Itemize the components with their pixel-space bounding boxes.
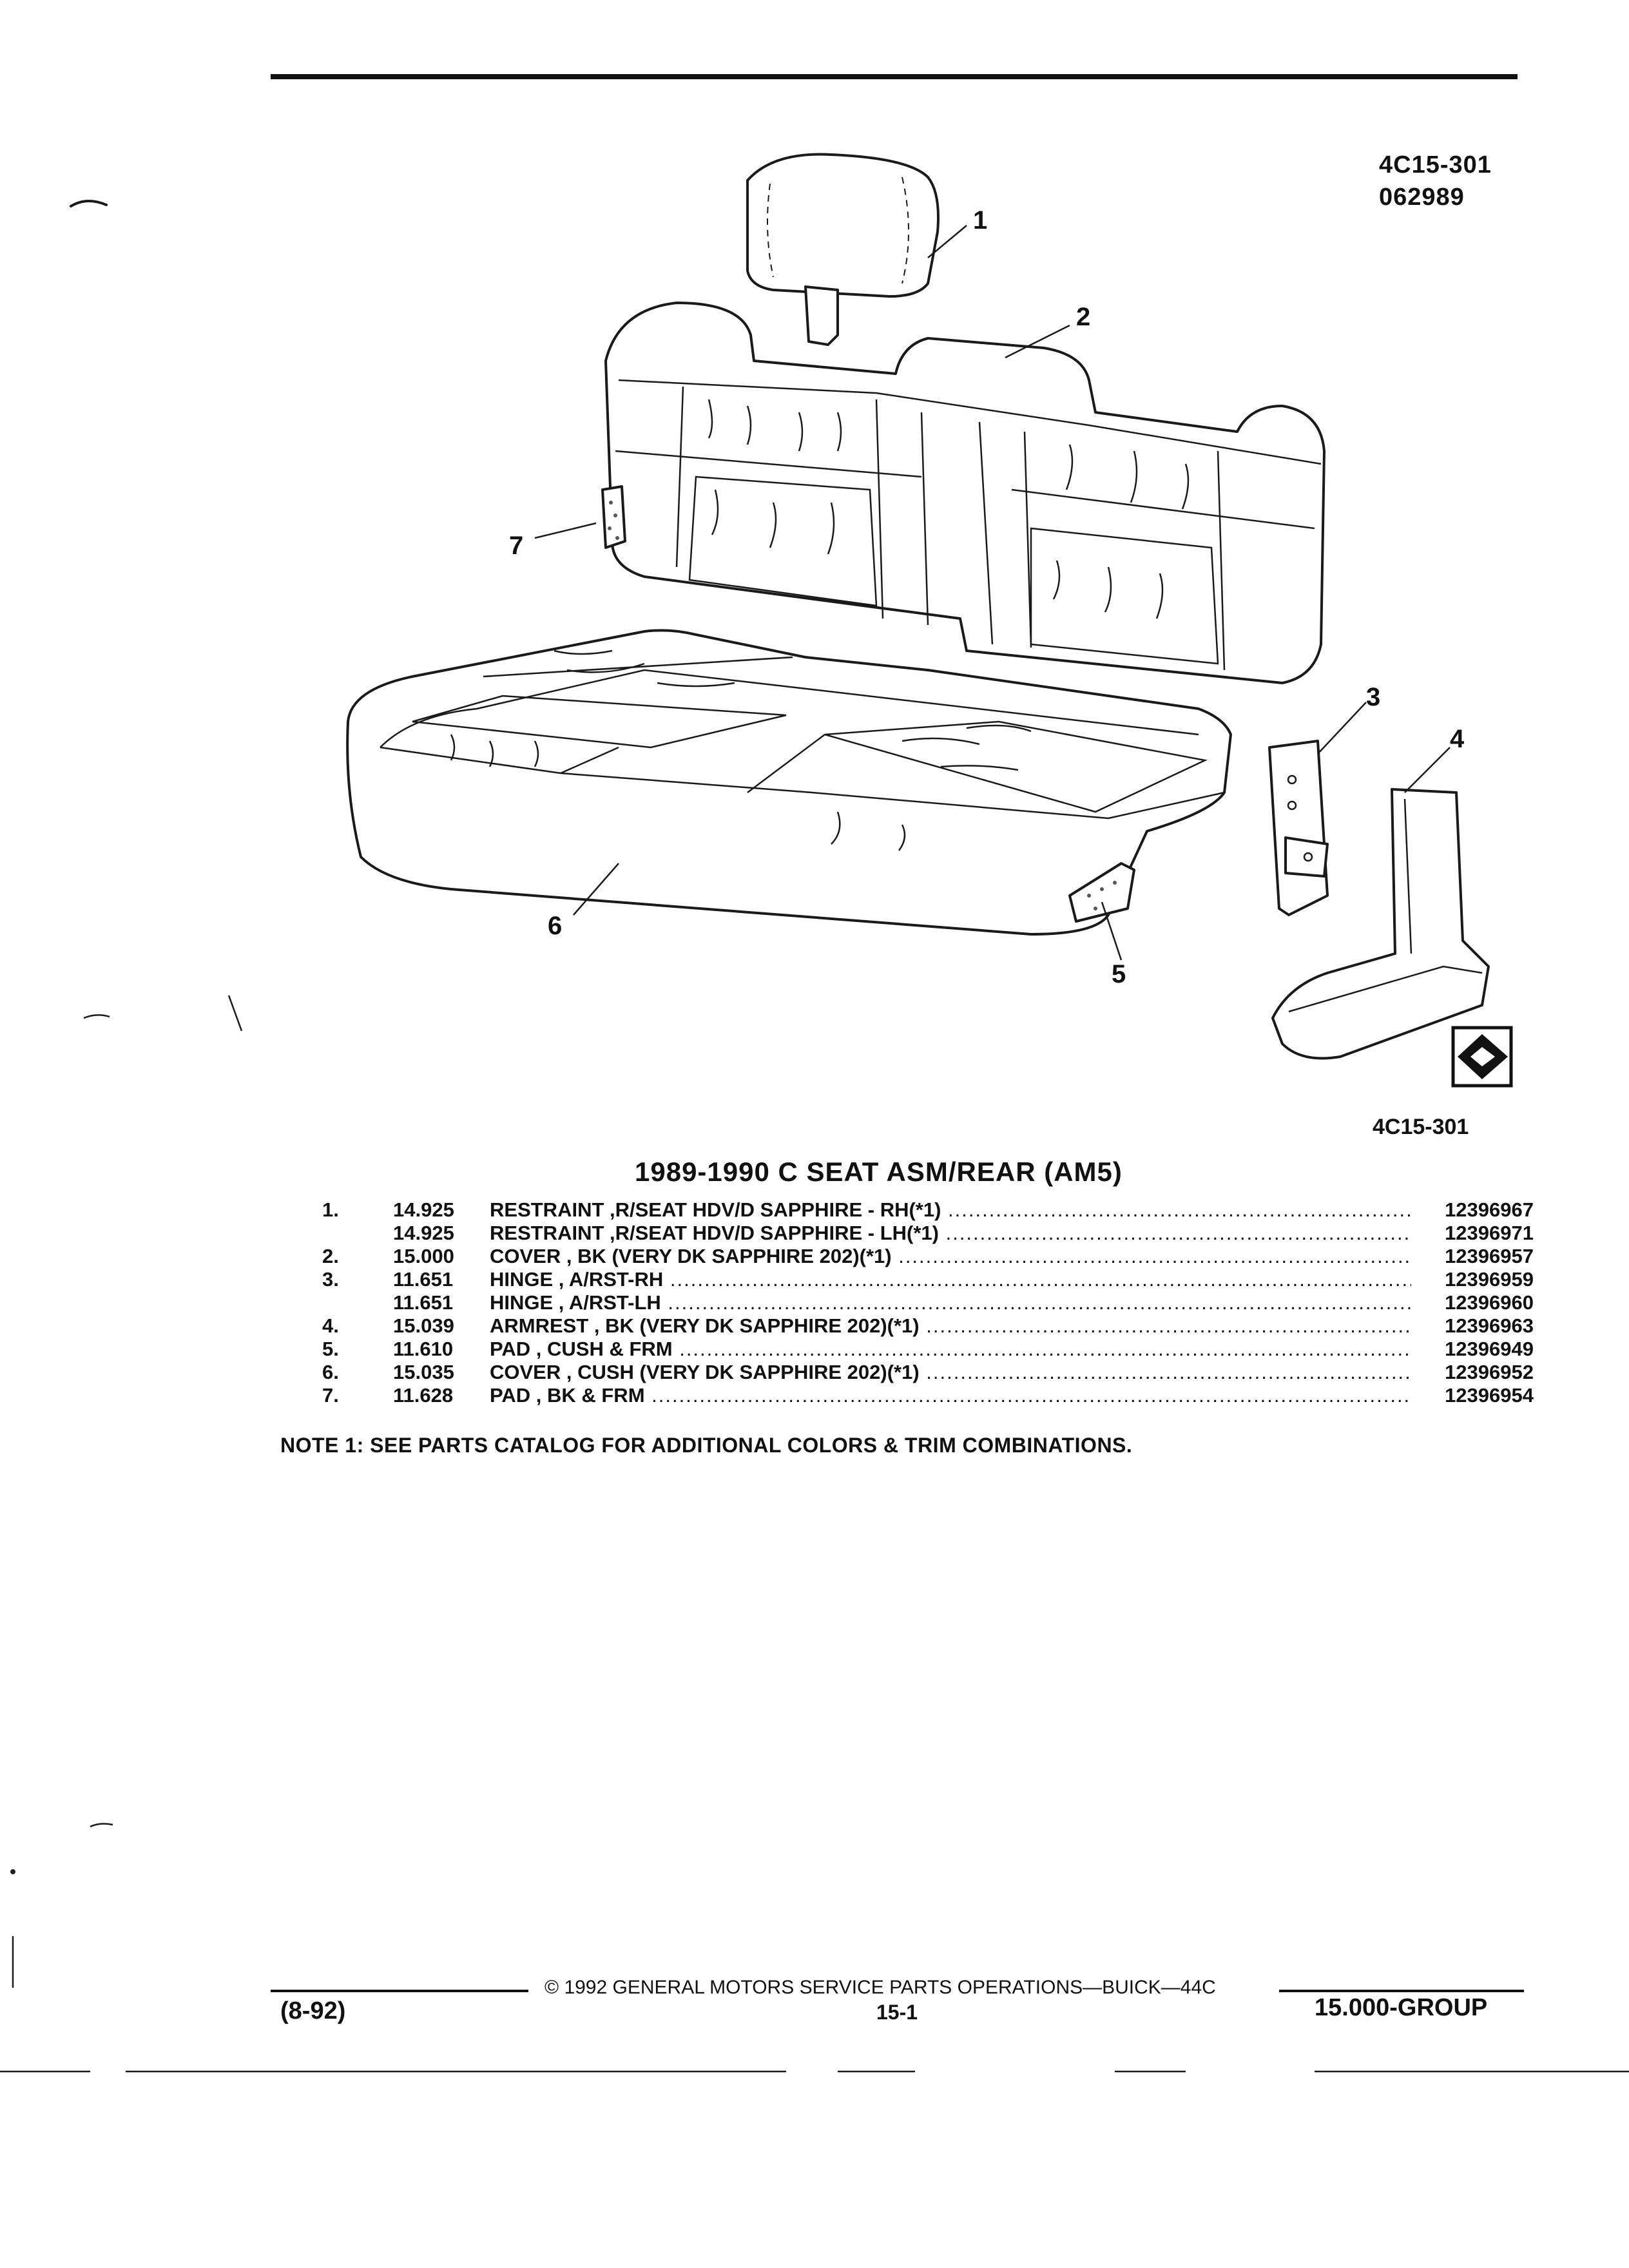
footer-rule-left: [271, 1990, 528, 1992]
parts-row: 3. 11.651 HINGE , A/RST-RH 12396959: [322, 1268, 1534, 1291]
callout-1: 1: [973, 206, 988, 235]
parts-group-number: 15.039: [393, 1314, 454, 1337]
callout-3: 3: [1366, 683, 1381, 711]
parts-group-number: 11.651: [393, 1268, 454, 1291]
parts-description: PAD , CUSH & FRM: [490, 1338, 1411, 1361]
parts-item-number: 2.: [322, 1245, 339, 1267]
parts-row: 5. 11.610 PAD , CUSH & FRM 12396949: [322, 1338, 1534, 1361]
parts-description: RESTRAINT ,R/SEAT HDV/D SAPPHIRE - RH(*1…: [490, 1198, 1411, 1222]
footer-copyright: © 1992 GENERAL MOTORS SERVICE PARTS OPER…: [545, 1977, 1216, 1998]
parts-group-number: 15.035: [393, 1361, 454, 1383]
parts-item-number: 5.: [322, 1338, 339, 1360]
parts-description: ARMREST , BK (VERY DK SAPPHIRE 202)(*1): [490, 1314, 1411, 1338]
top-rule: [271, 74, 1518, 79]
parts-description: PAD , BK & FRM: [490, 1384, 1411, 1407]
parts-part-number: 12396963: [1445, 1314, 1534, 1337]
seat-cushion-drawing: [346, 629, 1232, 936]
callout-4: 4: [1450, 725, 1465, 753]
parts-description: COVER , BK (VERY DK SAPPHIRE 202)(*1): [490, 1245, 1411, 1268]
parts-item-number: 6.: [322, 1361, 339, 1383]
footer-page-number: 15-1: [876, 2001, 918, 2024]
parts-part-number: 12396952: [1445, 1361, 1534, 1383]
parts-part-number: 12396954: [1445, 1384, 1534, 1407]
parts-item-number: 3.: [322, 1268, 339, 1291]
parts-row: 11.651 HINGE , A/RST-LH 12396960: [322, 1291, 1534, 1314]
date-code: 062989: [1379, 184, 1465, 211]
footer-rule-right: [1279, 1990, 1524, 1992]
footer-date: (8-92): [280, 1997, 346, 2024]
hinge-drawing: [1268, 740, 1329, 916]
parts-part-number: 12396957: [1445, 1245, 1534, 1267]
parts-row: 6. 15.035 COVER , CUSH (VERY DK SAPPHIRE 2…: [322, 1361, 1534, 1384]
parts-part-number: 12396960: [1445, 1291, 1534, 1314]
parts-description: HINGE , A/RST-RH: [490, 1268, 1411, 1291]
parts-group-number: 11.651: [393, 1291, 454, 1314]
catalog-note: NOTE 1: SEE PARTS CATALOG FOR ADDITIONAL…: [280, 1434, 1133, 1457]
parts-row: 1. 14.925 RESTRAINT ,R/SEAT HDV/D SAPPHIRE…: [322, 1198, 1534, 1222]
callout-5: 5: [1112, 960, 1126, 988]
parts-part-number: 12396967: [1445, 1198, 1534, 1221]
parts-group-number: 11.610: [393, 1338, 454, 1360]
parts-description: COVER , CUSH (VERY DK SAPPHIRE 202)(*1): [490, 1361, 1411, 1384]
callout-2: 2: [1076, 303, 1091, 331]
illustration-code: 4C15-301: [1379, 151, 1492, 178]
parts-item-number: 1.: [322, 1198, 339, 1221]
parts-group-number: 15.000: [393, 1245, 454, 1267]
parts-group-number: 11.628: [393, 1384, 454, 1407]
parts-part-number: 12396949: [1445, 1338, 1534, 1360]
parts-part-number: 12396971: [1445, 1222, 1534, 1244]
gm-spo-logo-icon: [1451, 1026, 1513, 1088]
seat-back-drawing: [601, 302, 1325, 684]
headrest-drawing: [746, 153, 940, 346]
parts-description: HINGE , A/RST-LH: [490, 1291, 1411, 1314]
parts-group-number: 14.925: [393, 1198, 454, 1221]
parts-row: 2. 15.000 COVER , BK (VERY DK SAPPHIRE 202…: [322, 1245, 1534, 1268]
parts-group-number: 14.925: [393, 1222, 454, 1244]
seat-illustration: [346, 153, 1513, 1088]
armrest-drawing: [1271, 788, 1490, 1060]
parts-description: RESTRAINT ,R/SEAT HDV/D SAPPHIRE - LH(*1…: [490, 1222, 1411, 1245]
parts-row: 4. 15.039 ARMREST , BK (VERY DK SAPPHIRE 2…: [322, 1314, 1534, 1338]
section-title: 1989-1990 C SEAT ASM/REAR (AM5): [635, 1157, 1123, 1187]
parts-row: 7. 11.628 PAD , BK & FRM 12396954: [322, 1384, 1534, 1407]
leader-lines: [534, 225, 1451, 961]
figure-reference: 4C15-301: [1373, 1115, 1469, 1139]
callout-6: 6: [548, 912, 563, 940]
parts-item-number: 4.: [322, 1314, 339, 1337]
parts-item-number: 7.: [322, 1384, 339, 1407]
parts-part-number: 12396959: [1445, 1268, 1534, 1291]
footer-group: 15.000-GROUP: [1315, 1994, 1488, 2021]
parts-row: 14.925 RESTRAINT ,R/SEAT HDV/D SAPPHIRE -…: [322, 1222, 1534, 1245]
callout-7: 7: [509, 532, 524, 560]
